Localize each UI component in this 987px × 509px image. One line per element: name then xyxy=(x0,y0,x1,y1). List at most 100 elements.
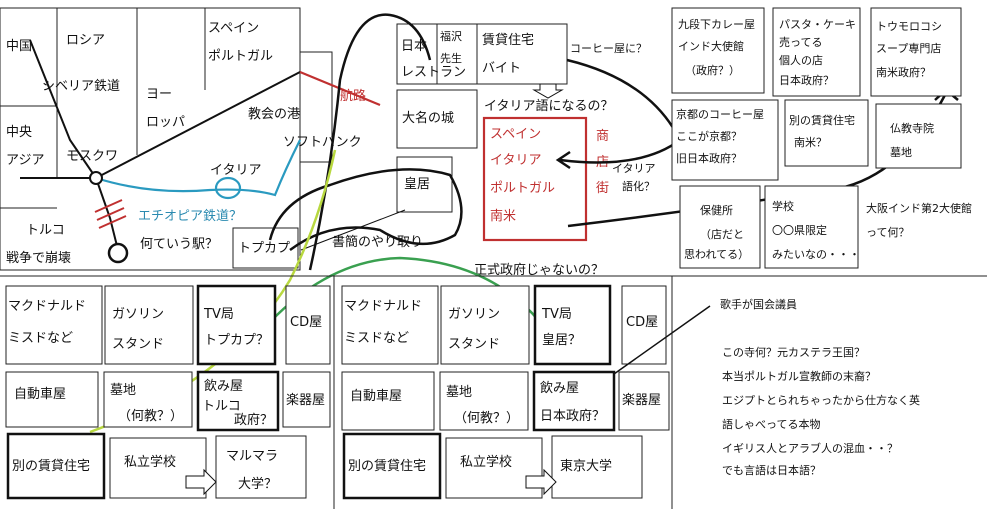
kudan-box xyxy=(671,7,765,94)
label-kyoto-2: ここが京都？ xyxy=(676,129,742,143)
bl-label-rental: 別の賃貸住宅 xyxy=(12,458,90,474)
label-red-italy: イタリア xyxy=(490,153,541,168)
label-rental-1: 賃貸住宅 xyxy=(482,32,534,48)
bl-label-music: 楽器屋 xyxy=(286,392,325,408)
center-network: 日本 レストラン 福沢 先生 賃貸住宅 バイト コーヒー屋に？ イタリア語になる… xyxy=(89,13,959,434)
bm-label-bar-1: 飲み屋 xyxy=(540,380,579,396)
letters-pointer xyxy=(300,209,406,251)
italy-loop xyxy=(214,176,242,200)
note-singer: 歌手が国会議員 xyxy=(720,297,797,311)
bl-label-grave-1: 墓地 xyxy=(110,383,136,398)
kyoto-box xyxy=(671,99,779,181)
label-corn-3: 南米政府？ xyxy=(876,65,931,79)
rental-box xyxy=(476,23,568,85)
bl-label-tv-1: TV局 xyxy=(203,307,234,322)
bl-label-school: 私立学校 xyxy=(124,454,176,470)
bm-label-gas-2: スタンド xyxy=(448,337,500,352)
bl-tv-box xyxy=(196,284,277,366)
label-siberia-rail: シベリア鉄道 xyxy=(42,79,120,94)
label-pasta-2: 売ってる xyxy=(779,36,822,49)
bm-label-school: 私立学校 xyxy=(460,454,512,470)
label-italian-question: イタリア語になるの？ xyxy=(484,98,613,114)
note-3: エジプトとられちゃったから仕方なく英 xyxy=(722,393,920,407)
label-buddhist-2: 墓地 xyxy=(890,146,912,159)
label-pasta-1: パスタ・ケーキ xyxy=(779,18,856,31)
bm-label-grave-2: （何教？） xyxy=(454,410,519,426)
right-boxes: 九段下カレー屋 インド大使館 （政府？） パスタ・ケーキ 売ってる 個人の店 日… xyxy=(671,7,972,269)
fukuzawa-box xyxy=(436,23,478,85)
label-shop-1: 商 xyxy=(596,129,609,144)
label-school-3: みたいなの・・・ xyxy=(772,248,860,261)
bl-label-cd: CD屋 xyxy=(290,315,322,330)
bm-label-music: 楽器屋 xyxy=(622,392,661,408)
label-official-question: 正式政府じゃないの？ xyxy=(474,263,604,278)
bl-label-car: 自動車屋 xyxy=(14,387,66,402)
bm-music-box xyxy=(618,371,670,431)
label-turkey: トルコ xyxy=(26,223,65,238)
bm-right-arrow xyxy=(525,468,557,496)
black-arrowhead-italy xyxy=(555,150,571,170)
label-health-2: （店だと xyxy=(700,227,744,241)
bm-gas-box xyxy=(440,285,530,365)
bl-label-marmara-2: 大学？ xyxy=(238,476,277,492)
black-loop-palace xyxy=(268,168,463,252)
bl-label-bar-2: トルコ xyxy=(202,399,241,414)
label-shop-3: 街 xyxy=(596,181,609,196)
bm-tokyo-univ-box xyxy=(551,435,643,499)
label-italy: イタリア xyxy=(210,163,261,178)
bm-car-box xyxy=(341,371,435,431)
broken-mark-2 xyxy=(96,207,125,221)
label-osaka-2: って何？ xyxy=(866,226,909,239)
label-europe-2: ロッパ xyxy=(146,115,185,130)
note-2: 本当ポルトガル宣教師の末裔？ xyxy=(722,369,876,383)
label-kyoto-3: 旧日本政府？ xyxy=(676,151,742,165)
china-rail-line xyxy=(29,39,97,179)
siberia-rail-line xyxy=(95,71,301,179)
label-central-asia-2: アジア xyxy=(6,153,44,168)
palace-box xyxy=(396,156,453,213)
note-4: 語しゃべってる本物 xyxy=(722,417,820,431)
label-corn-1: トウモロコシ xyxy=(876,20,942,33)
label-kudan-3: （政府？） xyxy=(685,63,740,77)
bl-cd-box xyxy=(285,285,331,365)
bl-marmara-box xyxy=(215,435,307,499)
health-box xyxy=(679,185,761,269)
broken-mark-1 xyxy=(94,199,123,213)
bm-label-car: 自動車屋 xyxy=(350,389,402,404)
daimyo-box xyxy=(396,89,478,149)
bl-rental-box xyxy=(6,432,106,500)
topkapi-box xyxy=(232,227,299,269)
ethiopia-rail-line xyxy=(95,139,301,197)
bm-label-grave-1: 墓地 xyxy=(446,385,472,400)
bm-label-bar-2: 日本政府？ xyxy=(540,409,605,424)
note-1: この寺何？元カステラ王国？ xyxy=(722,346,865,359)
label-red-southam: 南米 xyxy=(490,208,516,224)
turkey-rail-line xyxy=(95,177,119,251)
label-europe-1: ヨー xyxy=(146,87,172,102)
bl-label-mcd-1: マクドナルド xyxy=(8,299,86,314)
bl-label-marmara-1: マルマラ xyxy=(226,449,278,464)
label-central-asia-1: 中央 xyxy=(6,125,32,140)
label-softbank: ソフトバンク xyxy=(283,135,362,150)
label-buddhist-1: 仏教寺院 xyxy=(890,121,934,135)
broken-mark-3 xyxy=(98,215,127,229)
label-pasta-4: 日本政府？ xyxy=(779,73,834,87)
bm-rental-box xyxy=(342,432,442,500)
bl-grave-box xyxy=(103,371,193,428)
city-middle: マクドナルド ミスドなど ガソリン スタンド TV局 皇居？ CD屋 自動車屋 … xyxy=(341,284,670,500)
bm-label-rental: 別の賃貸住宅 xyxy=(348,458,426,474)
label-corn-2: スープ専門店 xyxy=(876,41,941,55)
label-rental-2: バイト xyxy=(482,61,521,76)
label-moscow: モスクワ xyxy=(66,149,118,164)
down-arrow xyxy=(532,83,564,99)
label-red-portugal: ポルトガル xyxy=(490,181,555,196)
label-fukuzawa-2: 先生 xyxy=(440,51,462,65)
bl-label-mcd-2: ミスドなど xyxy=(8,331,73,346)
school-box xyxy=(764,185,859,269)
bm-label-tv-2: 皇居？ xyxy=(542,333,581,348)
label-church-port: 教会の港 xyxy=(248,106,300,122)
label-route: 航路 xyxy=(340,88,366,104)
label-osaka-1: 大阪インド第2大使館 xyxy=(866,201,972,215)
singer-pointer xyxy=(613,305,711,375)
